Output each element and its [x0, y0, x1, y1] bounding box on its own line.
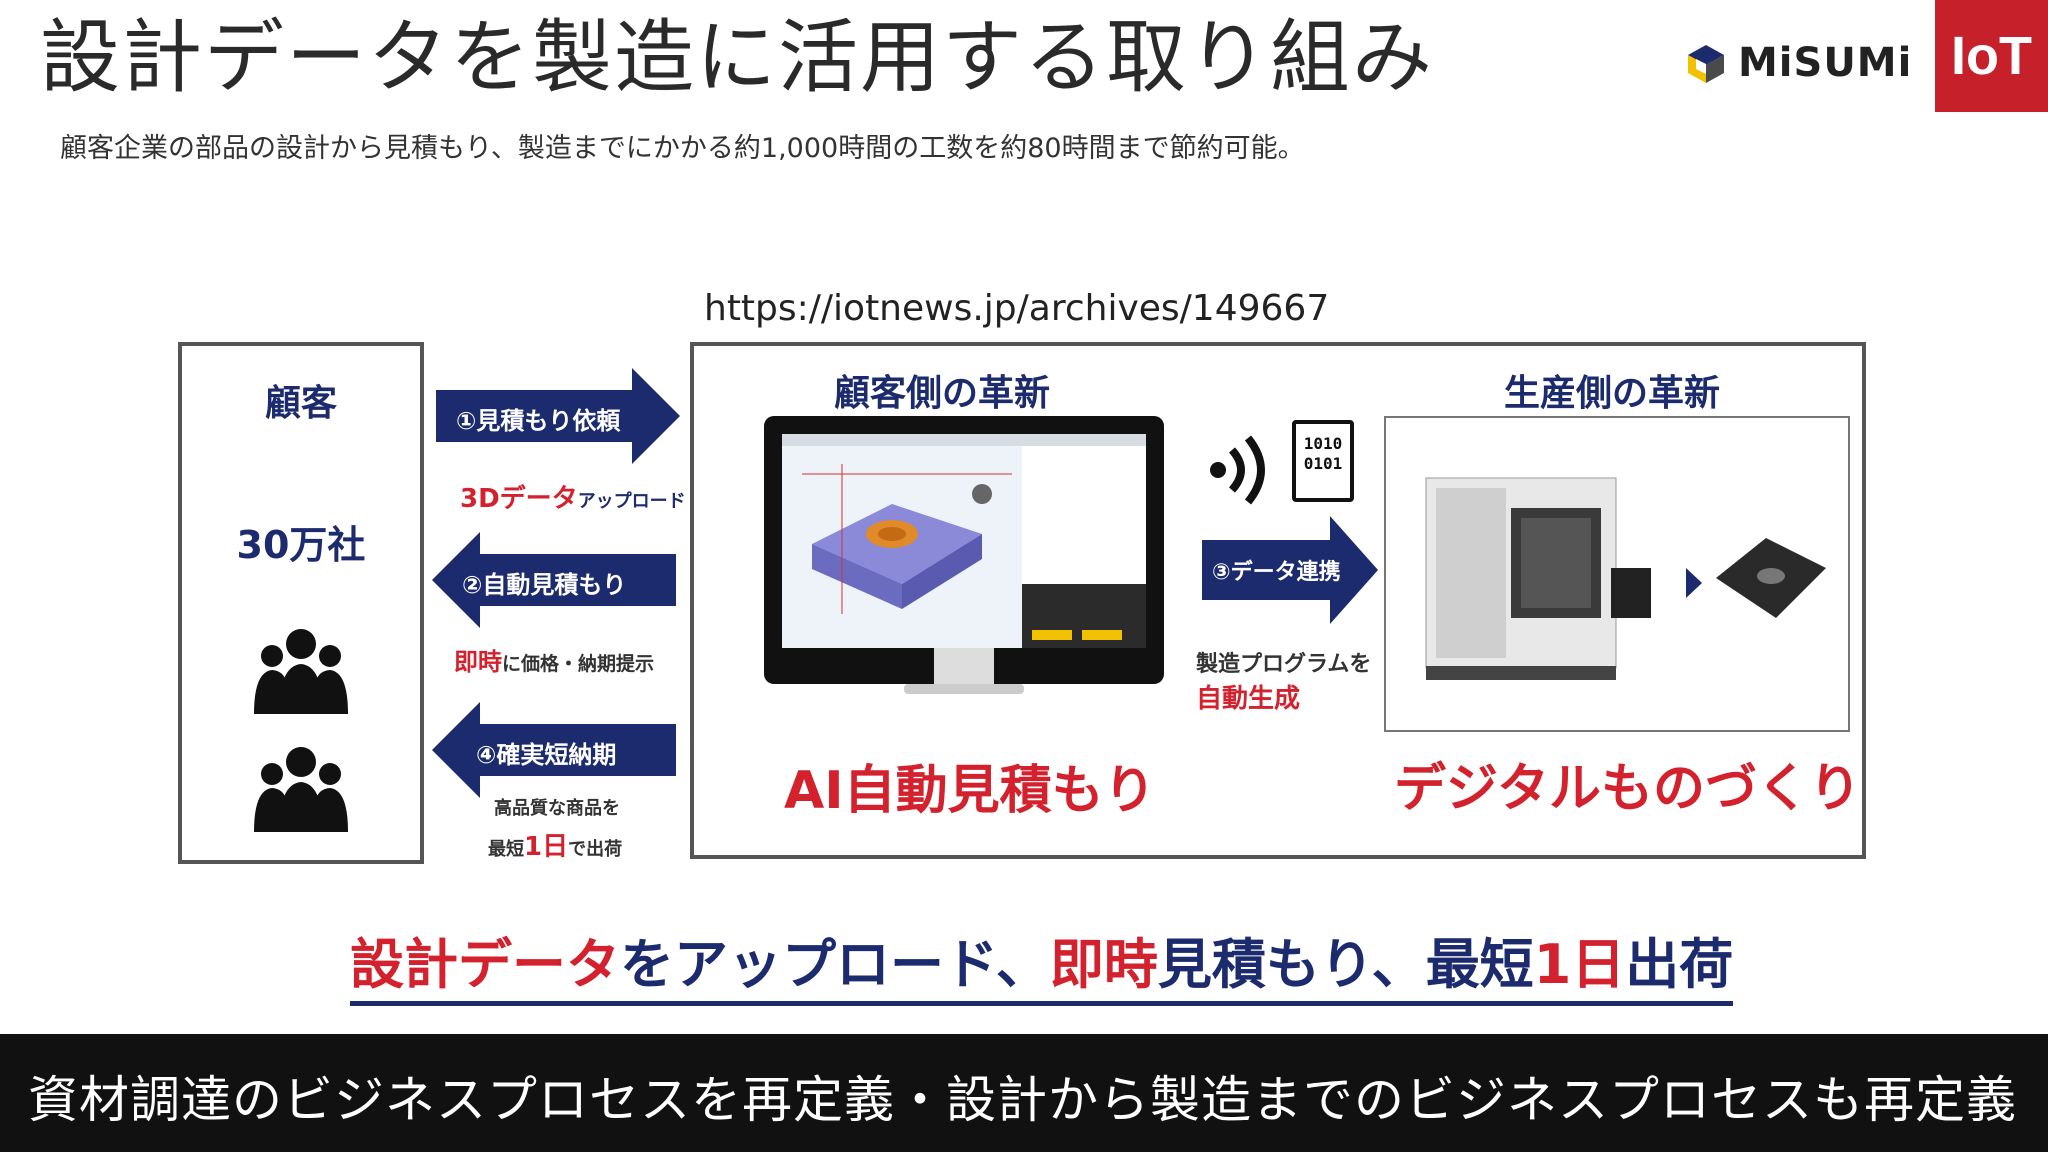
- cube-icon: [1688, 45, 1724, 83]
- production-side-heading: 生産側の革新: [1504, 373, 1721, 414]
- monitor-illustration: [764, 416, 1164, 684]
- arrow-label: ④確実短納期: [476, 741, 617, 769]
- sub-red: 即時: [454, 648, 502, 676]
- customer-side-heading: 顧客側の革新: [834, 373, 1051, 414]
- binary-line-2: 0101: [1303, 454, 1343, 473]
- sub-red: 1日: [524, 832, 569, 862]
- slide-subtitle: 顧客企業の部品の設計から見積もり、製造までにかかる約1,000時間の工数を約80…: [60, 133, 1305, 164]
- monitor-stand: [934, 648, 994, 684]
- arrow-auto-quote: ②自動見積もり: [432, 532, 676, 628]
- arrow-sub-line2: 最短1日で出荷: [488, 826, 622, 863]
- arrow-sub-text: 3Dデータアップロード: [460, 478, 686, 515]
- banner-part: 出荷: [1625, 933, 1734, 996]
- banner-part: 即時: [1049, 933, 1158, 996]
- arrow-sub-line1: 高品質な商品を: [494, 798, 620, 819]
- summary-banner: 設計データをアップロード、即時見積もり、最短1日出荷: [350, 920, 1734, 1006]
- arrow-label: ③データ連携: [1212, 560, 1341, 585]
- data-link-sub2: 自動生成: [1196, 684, 1301, 714]
- customer-label: 顧客: [264, 383, 337, 424]
- sub-post: で出荷: [568, 839, 623, 860]
- banner-part: 最短: [1425, 933, 1534, 996]
- misumi-logo: MiSUMi: [1684, 40, 1912, 86]
- footer-bar: [0, 1034, 2048, 1152]
- binary-document-icon: 1010 0101: [1292, 420, 1354, 502]
- monitor-base: [904, 684, 1024, 694]
- sub-rest: に価格・納期提示: [502, 653, 655, 675]
- innovation-box: 顧客側の革新 生産側の革新 AI自動見積もり: [690, 342, 1866, 859]
- cnc-machine-image: [1425, 477, 1826, 680]
- people-group-icon: [254, 747, 348, 832]
- cad-screen: [782, 434, 1146, 648]
- banner-part: 設計データ: [350, 933, 620, 996]
- main-label-text: AI自動見積もり: [784, 761, 1156, 821]
- left-arrow-icon: [432, 702, 676, 798]
- arrow-sub-text: 即時に価格・納期提示: [454, 642, 654, 677]
- cad-part-image: [782, 434, 1146, 648]
- arrow-label: ①見積もり依頼: [456, 407, 621, 435]
- people-group-icon: [254, 629, 348, 714]
- arrow-request-quote: ①見積もり依頼: [436, 368, 680, 464]
- sub-pre: 最短: [488, 839, 524, 860]
- arrow-label: ②自動見積もり: [462, 571, 627, 599]
- banner-part: 見積もり、: [1157, 933, 1426, 996]
- sub-rest: アップロード: [577, 491, 686, 512]
- customer-box: 顧客 30万社: [178, 342, 424, 864]
- ai-auto-quote-label: AI自動見積もり: [784, 748, 1156, 823]
- sub-red: 3Dデータ: [460, 484, 578, 514]
- binary-line-1: 1010: [1303, 434, 1343, 453]
- footer-text: 資材調達のビジネスプロセスを再定義・設計から製造までのビジネスプロセスも再定義: [28, 1071, 2017, 1129]
- right-arrow-icon: [436, 368, 680, 464]
- logo-text: MiSUMi: [1738, 40, 1913, 86]
- main-label-text: デジタルものづくり: [1394, 759, 1861, 819]
- arrow-short-delivery: ④確実短納期: [432, 702, 676, 798]
- digital-manufacturing-label: デジタルものづくり: [1394, 746, 1861, 821]
- wireless-signal-icon: [1210, 435, 1265, 505]
- data-link-sub1: 製造プログラムを: [1196, 652, 1372, 677]
- slide-title: 設計データを製造に活用する取り組み: [40, 11, 1434, 104]
- machine-image-box: [1384, 416, 1850, 732]
- banner-part: をアップロード、: [620, 933, 1050, 996]
- right-arrow-icon: [1202, 516, 1378, 624]
- arrow-data-link: ③データ連携: [1202, 516, 1378, 624]
- source-url[interactable]: https://iotnews.jp/archives/149667: [704, 288, 1330, 329]
- iot-badge: IoT: [1935, 0, 2048, 112]
- left-arrow-icon: [432, 532, 676, 628]
- banner-part: 1日: [1533, 933, 1626, 996]
- customer-count: 30万社: [236, 523, 366, 567]
